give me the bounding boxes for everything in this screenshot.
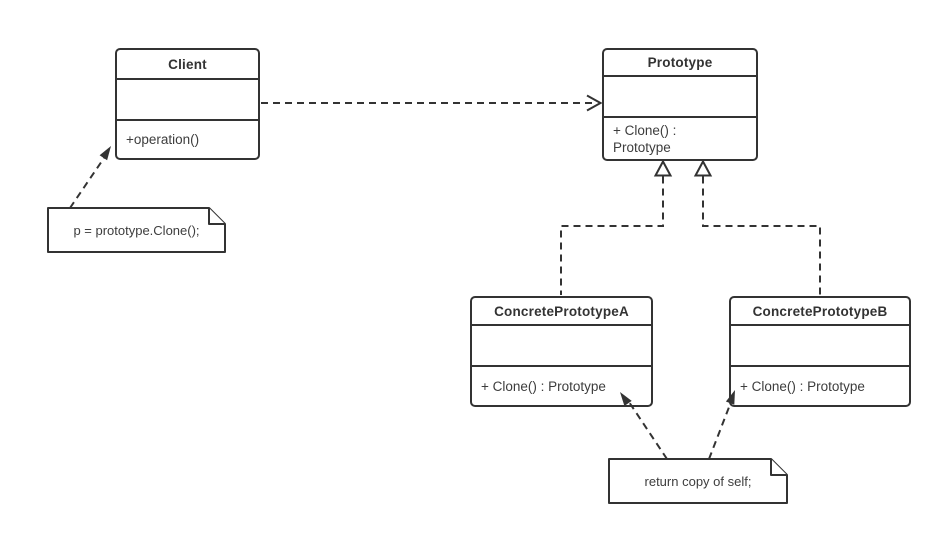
concrete-b-realization-line — [702, 176, 821, 295]
clone-note-anchor-line-a — [628, 401, 668, 460]
concrete-b-hollow-triangle-icon — [693, 159, 713, 177]
prototype-method-clone: + Clone() : Prototype — [613, 122, 677, 155]
prototype-attributes-compartment — [604, 77, 756, 118]
clone-note-anchor-line-b — [708, 401, 732, 460]
prototype-class-title: Prototype — [604, 50, 756, 77]
class-box-concrete-prototype-b: ConcretePrototypeB + Clone() : Prototype — [729, 296, 911, 407]
client-note-text: p = prototype.Clone(); — [73, 222, 200, 238]
concrete-a-attributes-compartment — [472, 326, 651, 367]
concrete-a-class-title: ConcretePrototypeA — [472, 298, 651, 326]
class-box-concrete-prototype-a: ConcretePrototypeA + Clone() : Prototype — [470, 296, 653, 407]
concrete-a-method-clone: + Clone() : Prototype — [481, 378, 606, 394]
client-attributes-compartment — [117, 80, 258, 121]
dependency-open-arrowhead-icon — [586, 94, 603, 112]
concrete-b-class-title: ConcretePrototypeB — [731, 298, 909, 326]
client-class-title: Client — [117, 50, 258, 80]
clone-note-text: return copy of self; — [644, 473, 752, 489]
class-box-client: Client +operation() — [115, 48, 260, 160]
client-note-filled-arrowhead-icon — [99, 146, 111, 161]
client-note-anchor-line — [69, 157, 105, 209]
concrete-a-hollow-triangle-icon — [653, 159, 673, 177]
concrete-b-attributes-compartment — [731, 326, 909, 367]
concrete-a-realization-line — [560, 176, 664, 295]
client-method-operation: +operation() — [126, 132, 200, 147]
concrete-b-method-clone: + Clone() : Prototype — [740, 378, 865, 394]
class-box-prototype: Prototype + Clone() : Prototype — [602, 48, 758, 161]
